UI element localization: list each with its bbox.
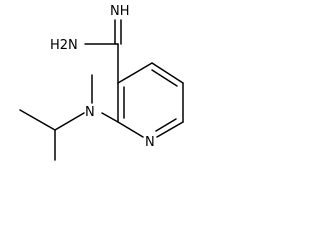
- amino-n-label: N: [85, 105, 95, 120]
- bond-c4-c5: [151, 62, 184, 84]
- molecule-diagram: NH H2N N N: [0, 0, 187, 184]
- bond-c4-c5-inner: [151, 69, 178, 87]
- bond-c2-n: [101, 112, 119, 123]
- ring-n-label: N: [145, 135, 155, 150]
- bond-n-ch: [54, 112, 85, 131]
- amine-label: H2N: [50, 38, 78, 53]
- bond-n1-c2: [117, 121, 144, 138]
- bond-ch-ch3a: [19, 109, 56, 131]
- imine-label: NH: [110, 4, 130, 19]
- structure-svg: NH H2N N N: [19, 4, 184, 161]
- bond-c3-c4: [117, 62, 153, 84]
- bond-c6-n1: [156, 121, 184, 138]
- bond-c6-n1-inner: [155, 118, 177, 132]
